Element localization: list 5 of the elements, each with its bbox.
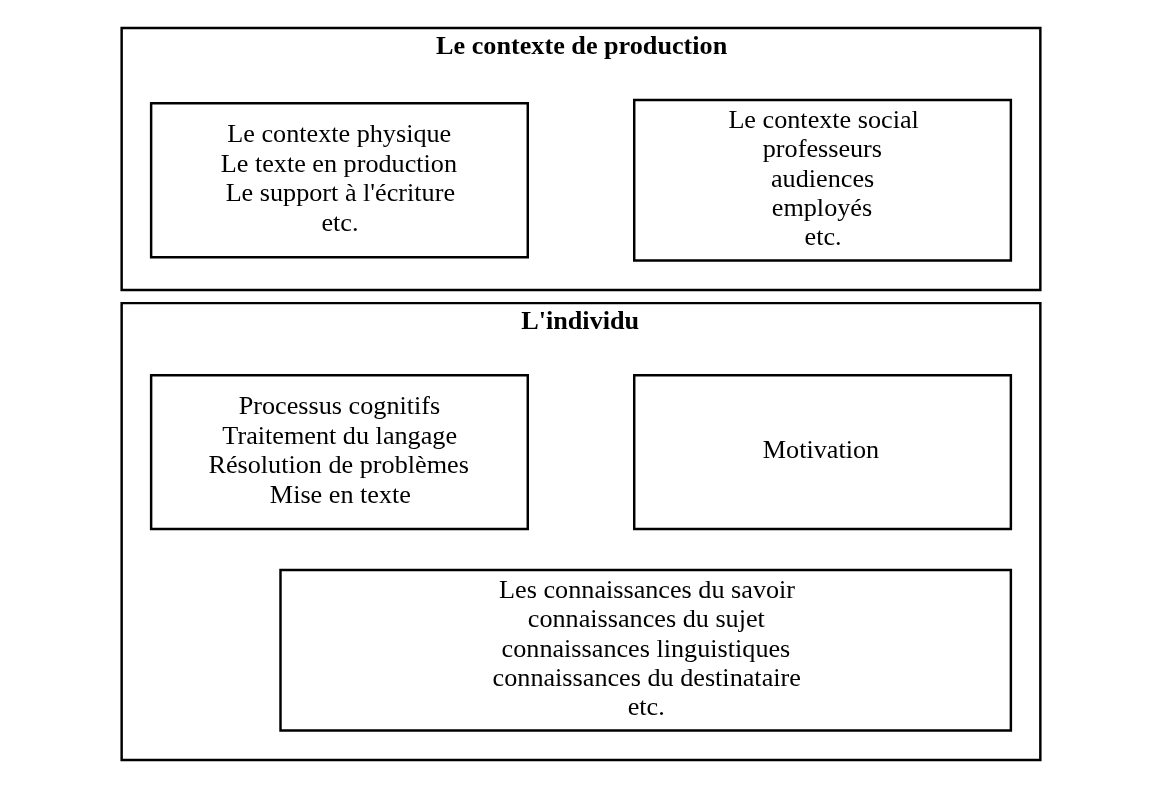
node-box: Les connaissances du savoir connaissances du sujet connaissances linguistiques connaissances du destinataire etc. <box>279 568 1013 732</box>
node-box: Processus cognitifs Traitement du langage Résolution de problèmes Mise en texte <box>149 373 529 531</box>
node-box: Le contexte physique Le texte en production Le support à l'écriture etc. <box>149 102 529 259</box>
node-box: Motivation <box>633 373 1013 531</box>
node-box: Le contexte social professeurs audiences employés etc. <box>633 98 1013 262</box>
